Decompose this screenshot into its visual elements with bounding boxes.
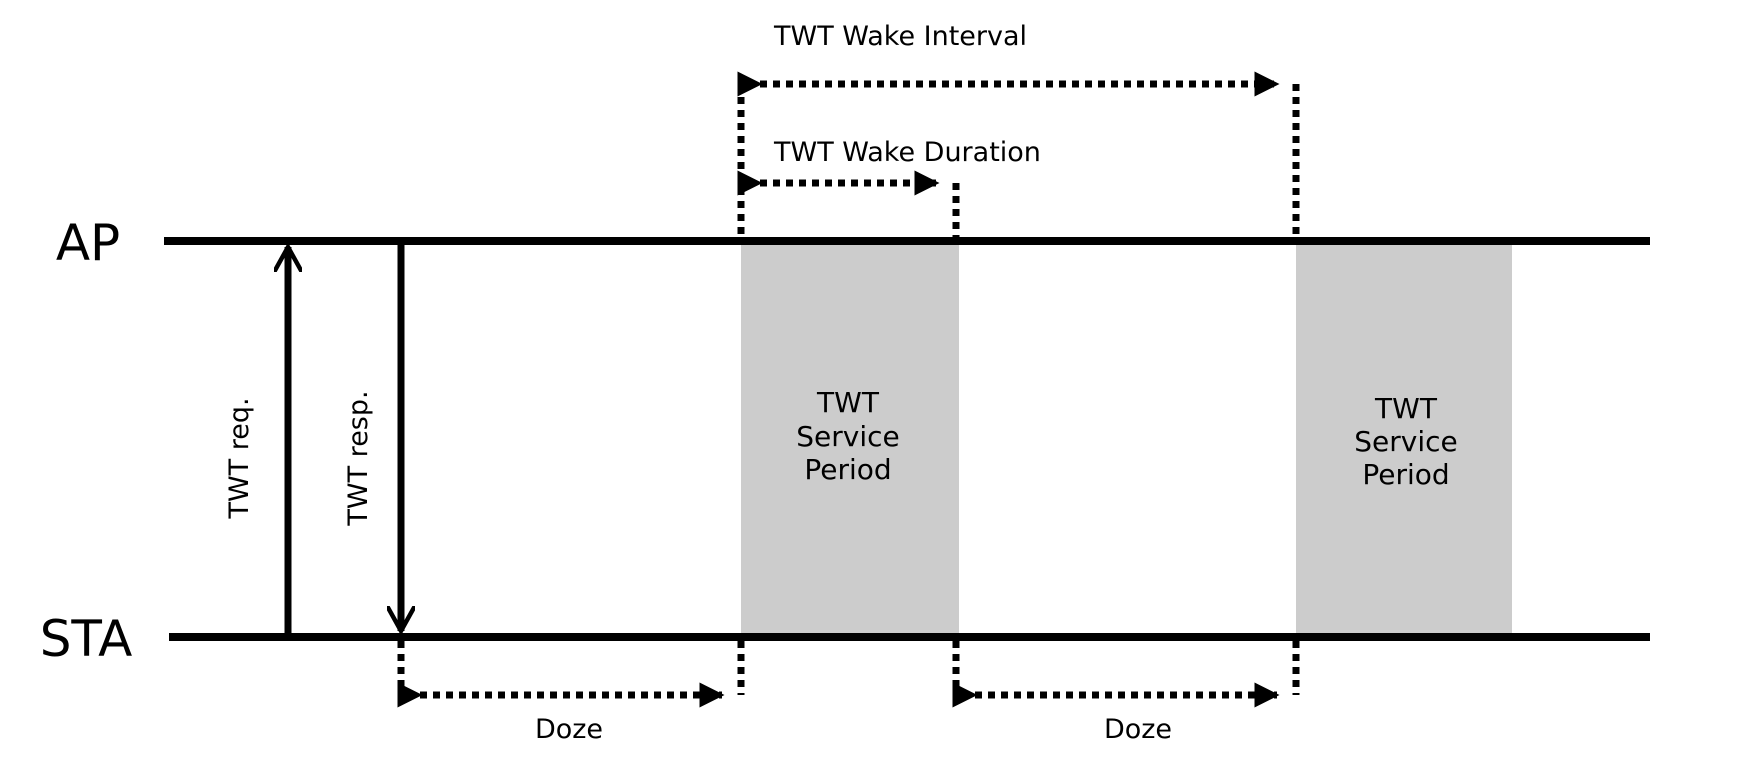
service-period-2-box	[1296, 241, 1512, 637]
doze-2-label: Doze	[1104, 714, 1172, 745]
service-period-1-label: TWT Service Period	[796, 386, 899, 486]
service-period-1-box	[741, 241, 959, 637]
service-period-1-line2: Service	[796, 420, 899, 453]
wake-duration-label: TWT Wake Duration	[773, 137, 1041, 168]
twt-resp-label: TWT resp.	[343, 390, 374, 526]
service-period-2-label: TWT Service Period	[1354, 392, 1457, 491]
sta-label: STA	[40, 610, 133, 668]
service-period-1-line1: TWT	[816, 386, 880, 419]
doze-1-label: Doze	[535, 714, 603, 745]
wake-interval-label: TWT Wake Interval	[773, 21, 1027, 52]
twt-req-label: TWT req.	[224, 397, 255, 519]
service-period-2-line1: TWT	[1374, 392, 1438, 425]
service-period-2-line3: Period	[1362, 458, 1449, 491]
ap-label: AP	[56, 214, 120, 272]
service-period-1-line3: Period	[804, 453, 891, 486]
service-period-2-line2: Service	[1354, 425, 1457, 458]
